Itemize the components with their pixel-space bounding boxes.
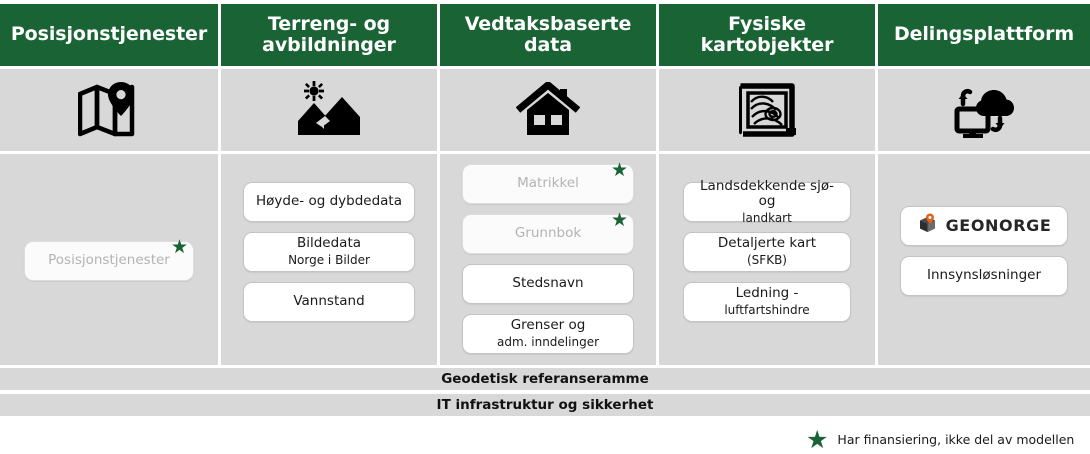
funding-star-icon: ★: [610, 159, 628, 181]
item-bildedata[interactable]: Bildedata Norge i Bilder: [243, 232, 415, 272]
column-body-fysiske-kartobjekter: Landsdekkende sjø- og landkart Detaljert…: [659, 154, 875, 365]
foundation-bar-it-infrastruktur-og-sikkerhet: IT infrastruktur og sikkerhet: [0, 394, 1090, 416]
cloud-sync-monitor-icon: [953, 82, 1015, 138]
column-body-posisjonstjenester: ★ Posisjonstjenester: [0, 154, 218, 365]
icon-cell-terreng-og-avbildninger: [221, 69, 437, 151]
column-header-delingsplattform: Delingsplattform: [878, 4, 1090, 66]
item-label: Grenser og: [510, 317, 586, 334]
item-label: Vannstand: [293, 293, 365, 310]
item-sublabel: luftfartshindre: [724, 303, 810, 318]
item-grunnbok[interactable]: ★ Grunnbok: [462, 209, 634, 254]
house-icon: [516, 82, 580, 138]
item-sublabel: adm. inndelinger: [496, 335, 600, 350]
column-header-posisjonstjenester: Posisjonstjenester: [0, 4, 218, 66]
legend-label: Har finansiering, ikke del av modellen: [837, 432, 1075, 447]
icon-cell-vedtaksbaserte-data: [440, 69, 656, 151]
header-label: Fysiske kartobjekter: [700, 12, 834, 56]
item-label: Bildedata: [296, 235, 362, 252]
column-header-vedtaksbaserte-data: Vedtaksbaserte data: [440, 4, 656, 66]
foundation-bar-geodetisk-referanseramme: Geodetisk referanseramme: [0, 368, 1090, 390]
geonorge-cube-pin-logo: [917, 213, 939, 240]
item-ledning-luftfartshindre[interactable]: Ledning - luftfartshindre: [683, 282, 851, 322]
item-sublabel: landkart: [742, 211, 792, 226]
item-label: Innsynsløsninger: [926, 267, 1042, 284]
item-label: Stedsnavn: [512, 275, 584, 292]
funding-star-icon: ★: [610, 209, 628, 231]
legend: ★ Har finansiering, ikke del av modellen: [806, 427, 1074, 452]
item-sublabel: (SFKB): [747, 253, 787, 268]
item-innsynslosninger[interactable]: Innsynsløsninger: [900, 256, 1068, 296]
header-label: Posisjonstjenester: [10, 23, 208, 46]
item-label: Matrikkel: [517, 175, 579, 192]
item-grenser-og-adm-inndelinger[interactable]: Grenser og adm. inndelinger: [462, 314, 634, 354]
legend-star-icon: ★: [806, 425, 829, 454]
bar-label: IT infrastruktur og sikkerhet: [436, 397, 654, 413]
header-label: Vedtaksbaserte data: [464, 12, 632, 56]
icon-cell-posisjonstjenester: [0, 69, 218, 151]
body-row: ★ Posisjonstjenester Høyde- og dybdedata…: [0, 154, 1090, 365]
item-label: Landsdekkende sjø- og: [700, 177, 834, 210]
icon-row: [0, 69, 1090, 151]
item-label: Høyde- og dybdedata: [256, 193, 402, 210]
column-body-terreng-og-avbildninger: Høyde- og dybdedata Bildedata Norge i Bi…: [221, 154, 437, 365]
header-label: Delingsplattform: [893, 23, 1075, 46]
column-body-delingsplattform: GEONORGE Innsynsløsninger: [878, 154, 1090, 365]
bar-label: Geodetisk referanseramme: [441, 371, 649, 387]
folded-map-pin-icon: [78, 82, 140, 138]
item-sublabel: Norge i Bilder: [288, 253, 370, 268]
header-row: Posisjonstjenester Terreng- og avbildnin…: [0, 4, 1090, 66]
column-body-vedtaksbaserte-data: ★ Matrikkel ★ Grunnbok Stedsnavn Grenser…: [440, 154, 656, 365]
geonorge-label: GEONORGE: [945, 215, 1052, 235]
item-vannstand[interactable]: Vannstand: [243, 282, 415, 322]
item-landsdekkende-sjo-og-landkart[interactable]: Landsdekkende sjø- og landkart: [683, 177, 851, 226]
item-stedsnavn[interactable]: Stedsnavn: [462, 264, 634, 304]
icon-cell-delingsplattform: [878, 69, 1090, 151]
mountains-sun-icon: [296, 81, 362, 139]
item-hoyde-og-dybdedata[interactable]: Høyde- og dybdedata: [243, 182, 415, 222]
item-geonorge[interactable]: GEONORGE: [900, 206, 1068, 246]
item-detaljerte-kart[interactable]: Detaljerte kart (SFKB): [683, 232, 851, 272]
item-matrikkel[interactable]: ★ Matrikkel: [462, 159, 634, 204]
item-label: Ledning -: [735, 285, 799, 302]
item-posisjonstjenester[interactable]: ★ Posisjonstjenester: [24, 235, 194, 281]
icon-cell-fysiske-kartobjekter: [659, 69, 875, 151]
header-label: Terreng- og avbildninger: [262, 12, 396, 56]
funding-star-icon: ★: [170, 235, 188, 258]
item-label: Grunnbok: [514, 225, 582, 242]
column-header-terreng-og-avbildninger: Terreng- og avbildninger: [221, 4, 437, 66]
column-header-fysiske-kartobjekter: Fysiske kartobjekter: [659, 4, 875, 66]
item-label: Detaljerte kart: [717, 235, 817, 252]
item-label: Posisjonstjenester: [48, 251, 170, 268]
map-blueprint-icon: [734, 82, 800, 138]
